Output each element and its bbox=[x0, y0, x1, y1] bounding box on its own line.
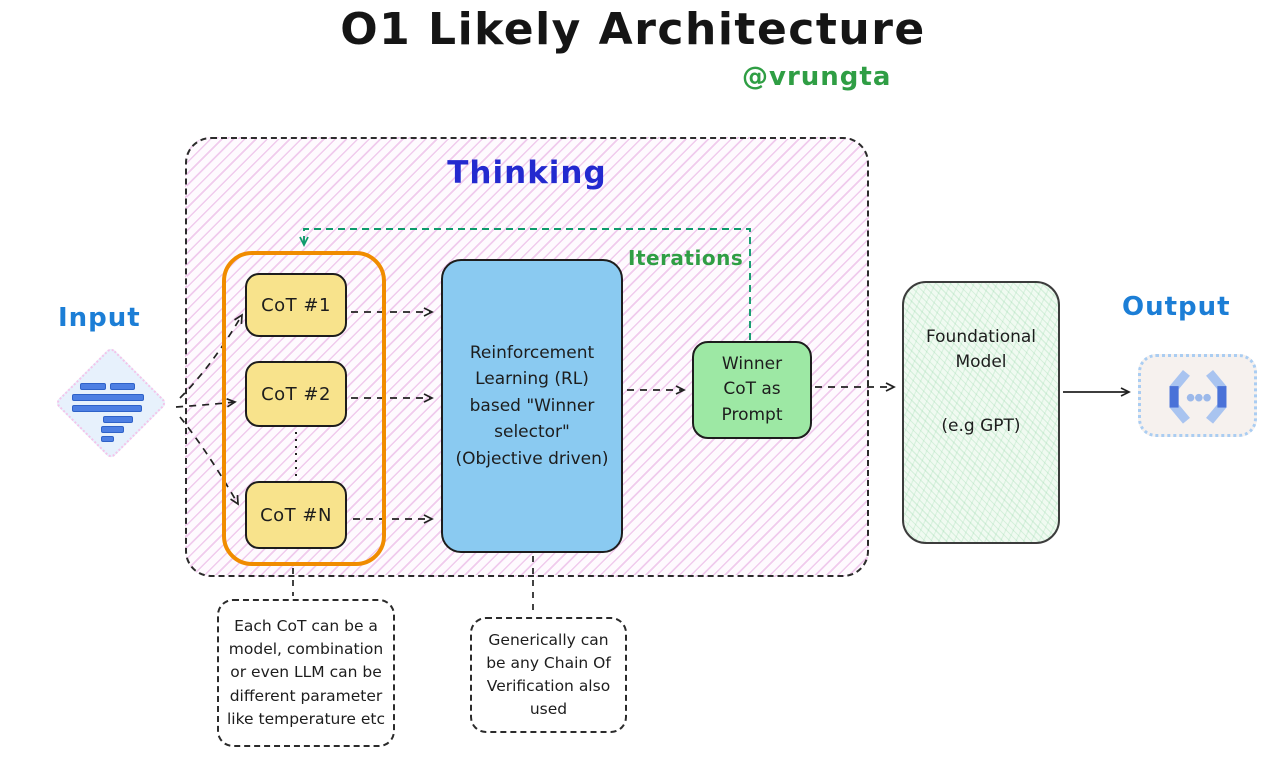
cot-annotation-text: Each CoT can be a model, combination or … bbox=[227, 616, 385, 728]
iterations-loop-arrow bbox=[299, 228, 751, 340]
rl-winner-selector-box: Reinforcement Learning (RL) based "Winne… bbox=[441, 259, 623, 553]
page-title: O1 Likely Architecture bbox=[340, 4, 926, 55]
verification-annotation-text: Generically can be any Chain Of Verifica… bbox=[486, 630, 611, 719]
winner-cot-label: Winner CoT as Prompt bbox=[721, 353, 783, 425]
iterations-label: Iterations bbox=[628, 246, 744, 270]
output-label: Output bbox=[1122, 292, 1231, 322]
cot-group-frame bbox=[222, 251, 386, 566]
foundational-model-label: Foundational Model bbox=[925, 327, 1037, 372]
input-label: Input bbox=[58, 303, 141, 333]
verification-annotation-note: Generically can be any Chain Of Verifica… bbox=[470, 617, 627, 733]
input-diamond-shape bbox=[54, 346, 168, 460]
code-ellipsis-glyph bbox=[1169, 369, 1226, 424]
cot-to-rl-arrows bbox=[351, 307, 434, 524]
foundational-model-example: (e.g GPT) bbox=[941, 416, 1021, 437]
winner-cot-box: Winner CoT as Prompt bbox=[692, 341, 812, 439]
cot-box-1: CoT #1 bbox=[245, 273, 347, 337]
foundational-model-box: Foundational Model (e.g GPT) bbox=[902, 281, 1060, 544]
rl-winner-selector-label: Reinforcement Learning (RL) based "Winne… bbox=[455, 343, 609, 469]
cot-annotation-note: Each CoT can be a model, combination or … bbox=[217, 599, 395, 747]
cot-box-n: CoT #N bbox=[245, 481, 347, 549]
author-handle: @vrungta bbox=[742, 62, 892, 92]
thinking-label: Thinking bbox=[447, 155, 607, 191]
input-fanout-arrows bbox=[175, 313, 243, 506]
cot-box-2-label: CoT #2 bbox=[261, 383, 331, 405]
document-lines-icon bbox=[54, 346, 168, 460]
cot-box-2: CoT #2 bbox=[245, 361, 347, 427]
cot-box-n-label: CoT #N bbox=[260, 504, 332, 526]
cot-box-1-label: CoT #1 bbox=[261, 294, 331, 316]
code-ellipsis-icon bbox=[1138, 354, 1257, 437]
